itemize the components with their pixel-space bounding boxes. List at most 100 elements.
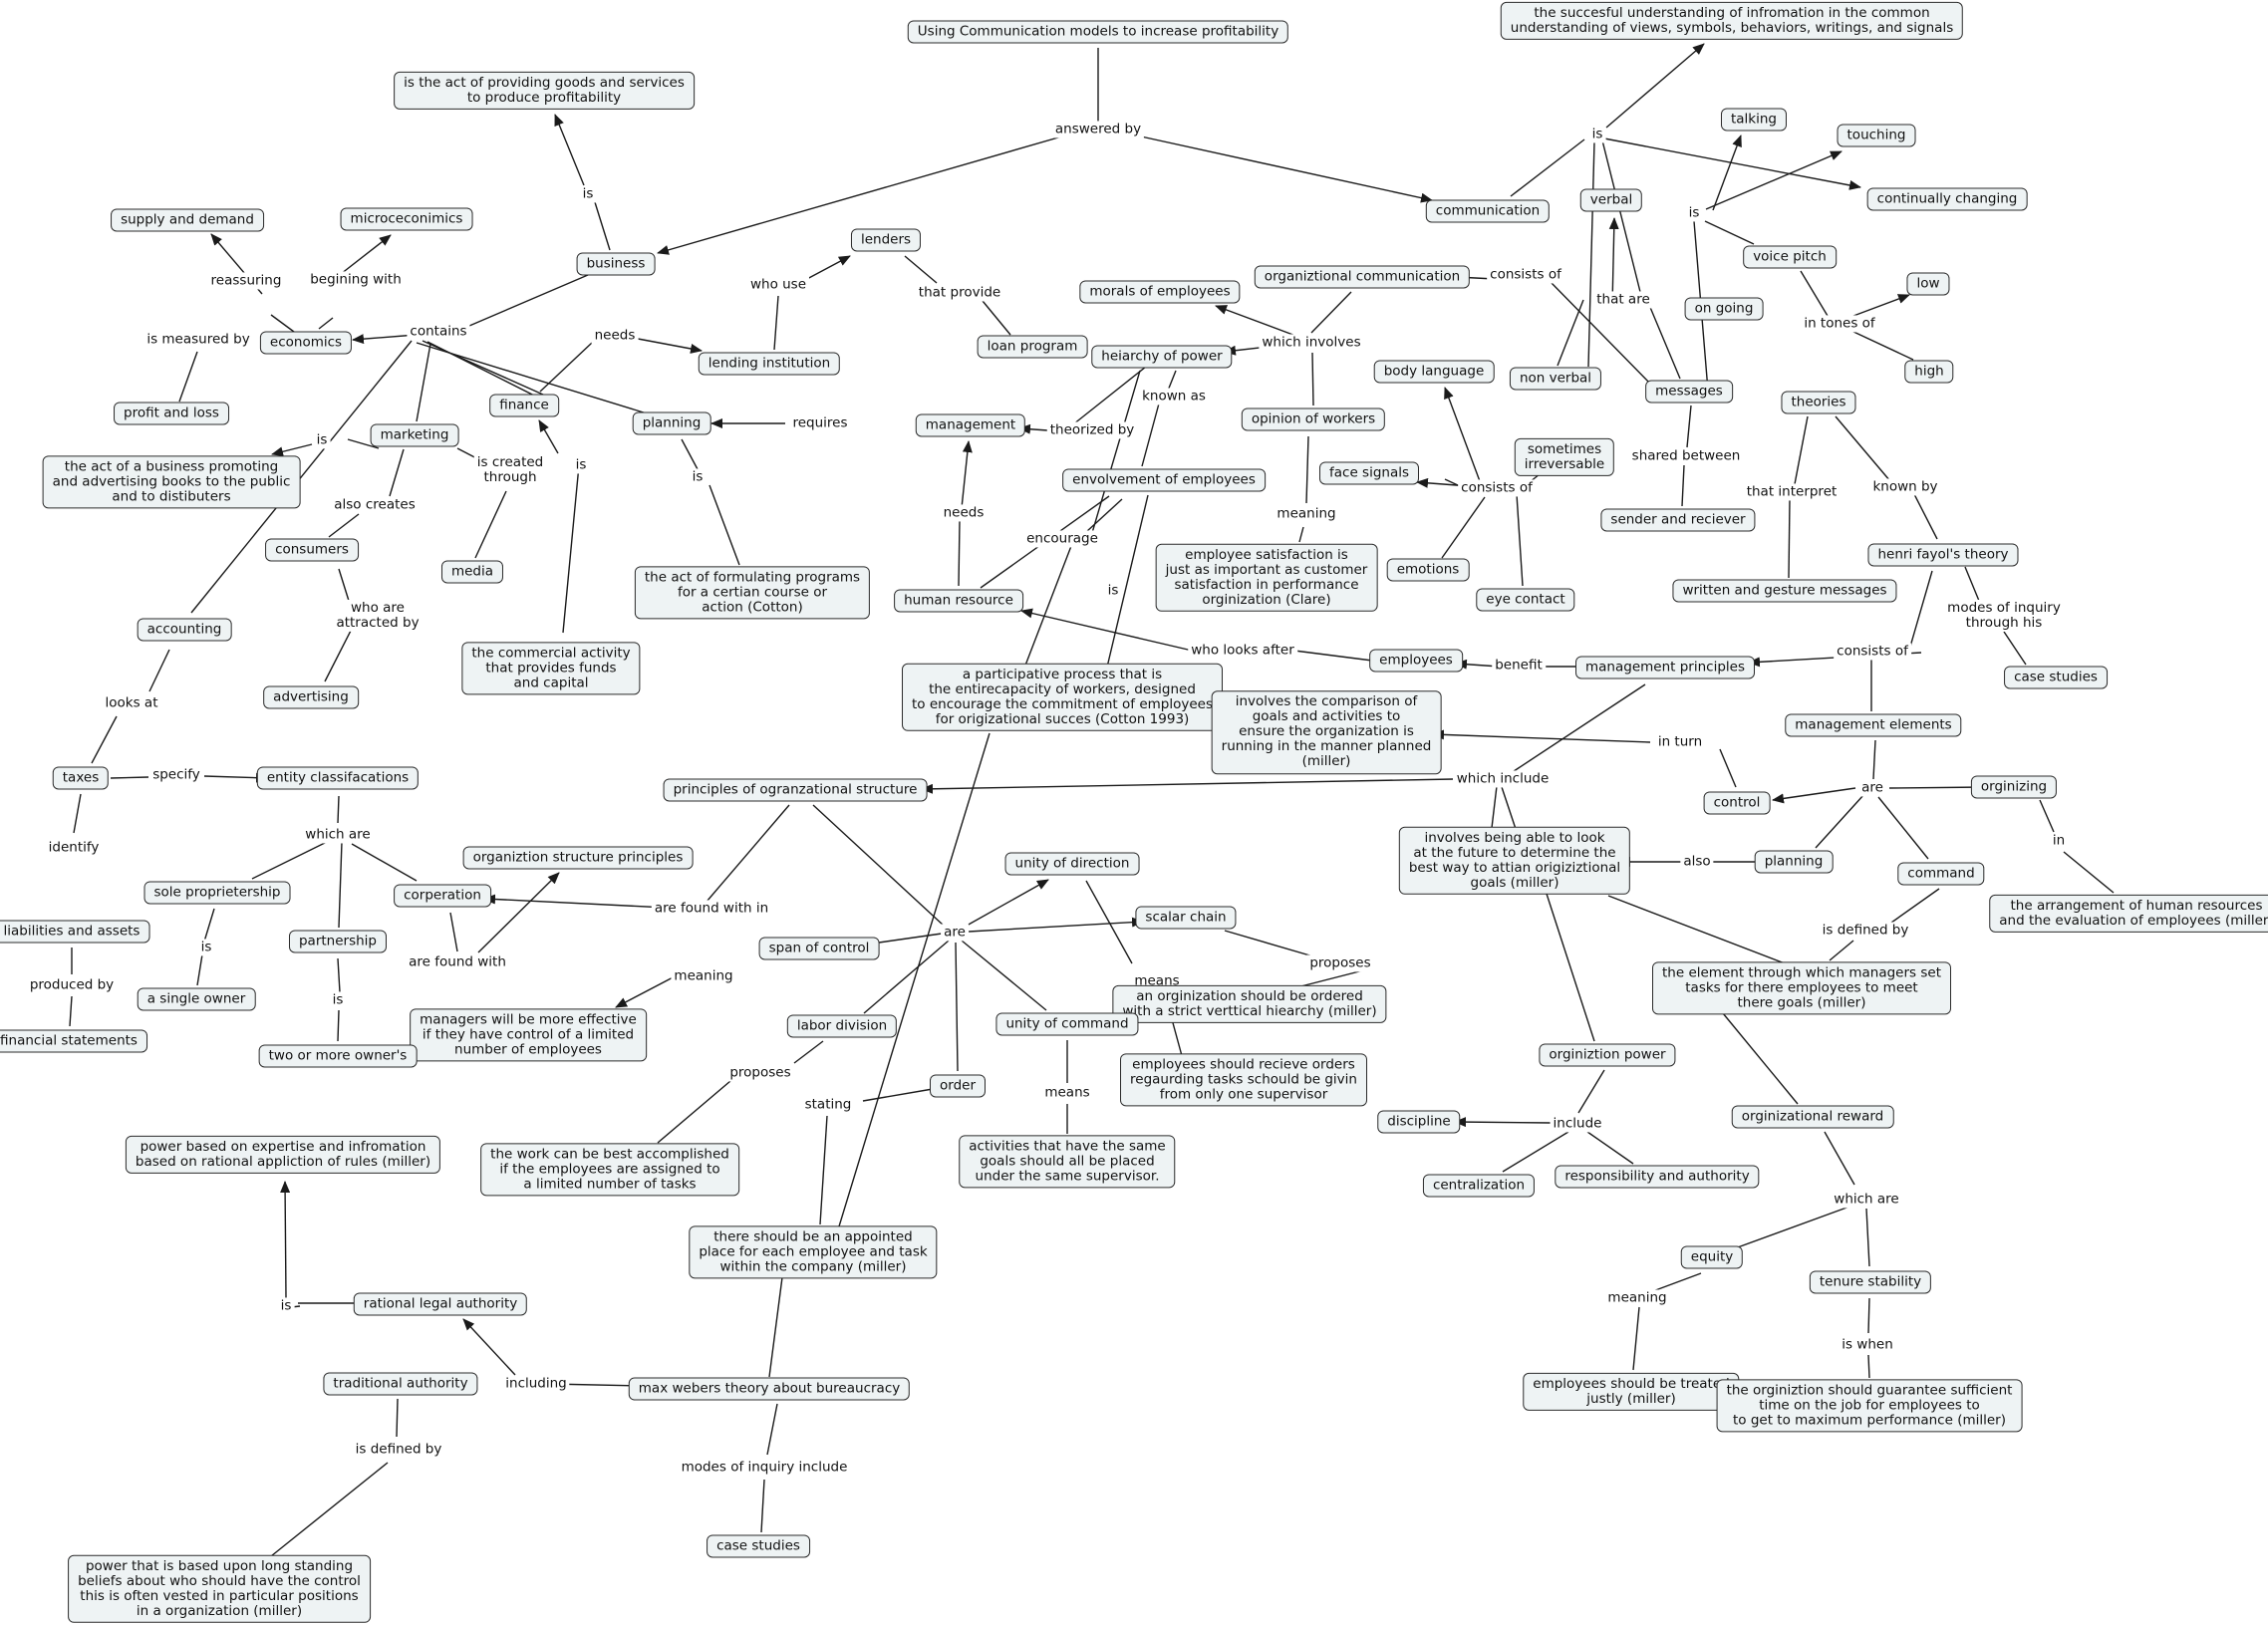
concept-eye-contact[interactable]: eye contact: [1476, 588, 1575, 612]
concept-theories[interactable]: theories: [1781, 391, 1856, 414]
concept-work-best-accomplished[interactable]: the work can be best accomplished if the…: [480, 1143, 739, 1197]
concept-management-elements[interactable]: management elements: [1785, 713, 1962, 737]
concept-sole-proprietership[interactable]: sole proprietership: [143, 881, 291, 905]
concept-supply-and-demand[interactable]: supply and demand: [111, 208, 264, 232]
concept-profit-and-loss[interactable]: profit and loss: [114, 402, 229, 425]
concept-responsibility-and-authority[interactable]: responsibility and authority: [1555, 1165, 1760, 1189]
concept-marketing[interactable]: marketing: [370, 423, 459, 447]
concept-written-gesture[interactable]: written and gesture messages: [1672, 579, 1897, 603]
concept-two-or-more-owners[interactable]: two or more owner's: [258, 1044, 418, 1068]
concept-consumers[interactable]: consumers: [265, 538, 359, 562]
concept-heiarchy-of-power[interactable]: heiarchy of power: [1091, 345, 1233, 369]
concept-unity-of-direction[interactable]: unity of direction: [1004, 852, 1140, 876]
concept-non-verbal[interactable]: non verbal: [1509, 367, 1602, 391]
concept-participative-process[interactable]: a participative process that is the enti…: [902, 663, 1223, 732]
concept-tenure-stability[interactable]: tenure stability: [1809, 1270, 1932, 1294]
concept-organization-structure-principles[interactable]: organiztion structure principles: [462, 846, 694, 870]
concept-economics[interactable]: economics: [259, 331, 353, 355]
concept-planning[interactable]: planning: [632, 411, 711, 435]
concept-business[interactable]: business: [576, 252, 656, 276]
concept-on-going[interactable]: on going: [1684, 297, 1764, 321]
concept-guarantee-sufficient-time[interactable]: the orginiztion should guarantee suffici…: [1716, 1379, 2023, 1433]
concept-voice-pitch[interactable]: voice pitch: [1743, 245, 1837, 269]
concept-providing-goods[interactable]: is the act of providing goods and servic…: [394, 71, 695, 111]
concept-case-studies-weber[interactable]: case studies: [707, 1534, 810, 1558]
concept-employees[interactable]: employees: [1369, 649, 1463, 673]
concept-sender-and-reciever[interactable]: sender and reciever: [1600, 508, 1756, 532]
concept-organizational-communication[interactable]: organiztional communication: [1254, 265, 1471, 289]
concept-verbal[interactable]: verbal: [1579, 188, 1643, 212]
concept-managers-more-effective[interactable]: managers will be more effective if they …: [410, 1008, 647, 1062]
concept-continually-changing[interactable]: continually changing: [1866, 187, 2028, 211]
concept-advertising[interactable]: advertising: [263, 685, 359, 709]
concept-act-of-business-promoting[interactable]: the act of a business promoting and adve…: [42, 455, 301, 509]
concept-a-single-owner[interactable]: a single owner: [137, 987, 256, 1011]
concept-max-weber[interactable]: max webers theory about bureaucracy: [628, 1377, 911, 1401]
concept-body-language[interactable]: body language: [1373, 360, 1495, 384]
concept-management-principles[interactable]: management principles: [1575, 656, 1755, 679]
concept-unity-of-command[interactable]: unity of command: [995, 1012, 1139, 1036]
concept-treated-justly[interactable]: employees should be treated justly (mill…: [1523, 1372, 1740, 1412]
concept-orginizing[interactable]: orginizing: [1970, 775, 2058, 799]
concept-span-of-control[interactable]: span of control: [758, 937, 880, 960]
concept-title[interactable]: Using Communication models to increase p…: [907, 20, 1289, 44]
concept-organizational-reward[interactable]: orginizational reward: [1731, 1105, 1894, 1129]
concept-partnership[interactable]: partnership: [288, 930, 388, 953]
concept-management[interactable]: management: [915, 413, 1026, 437]
concept-look-at-future[interactable]: involves being able to look at the futur…: [1398, 826, 1631, 896]
concept-labor-division[interactable]: labor division: [786, 1014, 898, 1038]
concept-taxes[interactable]: taxes: [52, 766, 110, 790]
concept-orginiztion-power[interactable]: orginiztion power: [1539, 1043, 1676, 1067]
concept-centralization[interactable]: centralization: [1422, 1174, 1536, 1198]
concept-employee-satisfaction[interactable]: employee satisfaction is just as importa…: [1155, 543, 1378, 613]
concept-principles-org-structure[interactable]: principles of ogranzational structure: [663, 778, 928, 802]
concept-arrangement-of-hr[interactable]: the arrangement of human resources and t…: [1989, 894, 2268, 934]
concept-power-long-standing[interactable]: power that is based upon long standing b…: [68, 1554, 371, 1624]
concept-lending-institution[interactable]: lending institution: [698, 352, 841, 376]
concept-finance[interactable]: finance: [489, 394, 559, 417]
concept-case-studies-fayol[interactable]: case studies: [2004, 666, 2108, 689]
concept-lenders[interactable]: lenders: [850, 228, 922, 252]
concept-emotions[interactable]: emotions: [1386, 558, 1470, 582]
concept-discipline[interactable]: discipline: [1377, 1110, 1461, 1134]
concept-envolvement-of-employees[interactable]: envolvement of employees: [1062, 468, 1266, 492]
concept-rational-legal-authority[interactable]: rational legal authority: [353, 1292, 528, 1316]
concept-accounting[interactable]: accounting: [137, 618, 232, 642]
concept-corperation[interactable]: corperation: [394, 884, 491, 908]
concept-element-managers-set[interactable]: the element through which managers set t…: [1652, 961, 1951, 1015]
concept-communication[interactable]: communication: [1425, 199, 1551, 223]
concept-human-resource[interactable]: human resource: [894, 589, 1023, 613]
concept-ordered-hierarchy[interactable]: an orginization should be ordered with a…: [1112, 984, 1387, 1024]
concept-power-based-expertise[interactable]: power based on expertise and infromation…: [125, 1135, 441, 1175]
concept-sometimes-irreversable[interactable]: sometimes irreversable: [1514, 437, 1615, 477]
concept-morals-of-employees[interactable]: morals of employees: [1079, 280, 1241, 304]
concept-order[interactable]: order: [930, 1074, 986, 1098]
concept-henri-fayol[interactable]: henri fayol's theory: [1867, 543, 2019, 567]
concept-face-signals[interactable]: face signals: [1318, 461, 1420, 485]
concept-touching[interactable]: touching: [1837, 124, 1916, 147]
concept-media[interactable]: media: [440, 560, 504, 584]
concept-commercial-activity[interactable]: the commercial activity that provides fu…: [461, 642, 641, 695]
concept-command[interactable]: command: [1897, 862, 1985, 886]
concept-microeconomics[interactable]: microceconimics: [340, 207, 473, 231]
concept-low[interactable]: low: [1906, 272, 1950, 296]
concept-talking[interactable]: talking: [1720, 108, 1788, 132]
concept-opinion-of-workers[interactable]: opinion of workers: [1241, 407, 1386, 431]
concept-entity-classifications[interactable]: entity classifacations: [256, 766, 420, 790]
concept-act-of-formulating[interactable]: the act of formulating programs for a ce…: [634, 566, 871, 620]
concept-planning-element[interactable]: planning: [1754, 850, 1834, 874]
concept-loan-program[interactable]: loan program: [977, 335, 1088, 359]
concept-same-goals-same-supervisor[interactable]: activities that have the same goals shou…: [959, 1135, 1176, 1189]
concept-equity[interactable]: equity: [1680, 1245, 1744, 1269]
concept-financial-statements[interactable]: financial statements: [0, 1029, 147, 1053]
concept-liabilities-and-assets[interactable]: liabilities and assets: [0, 920, 150, 944]
concept-traditional-authority[interactable]: traditional authority: [323, 1372, 478, 1396]
concept-high[interactable]: high: [1904, 360, 1954, 384]
concept-control[interactable]: control: [1703, 791, 1771, 815]
concept-messages[interactable]: messages: [1645, 380, 1733, 404]
concept-comparison-of-goals[interactable]: involves the comparison of goals and act…: [1211, 690, 1442, 774]
concept-receive-orders[interactable]: employees should recieve orders regaurdi…: [1120, 1053, 1367, 1107]
concept-appointed-place[interactable]: there should be an appointed place for e…: [689, 1225, 938, 1279]
concept-scalar-chain[interactable]: scalar chain: [1135, 906, 1237, 930]
concept-succesful-understanding[interactable]: the succesful understanding of infromati…: [1500, 1, 1964, 41]
